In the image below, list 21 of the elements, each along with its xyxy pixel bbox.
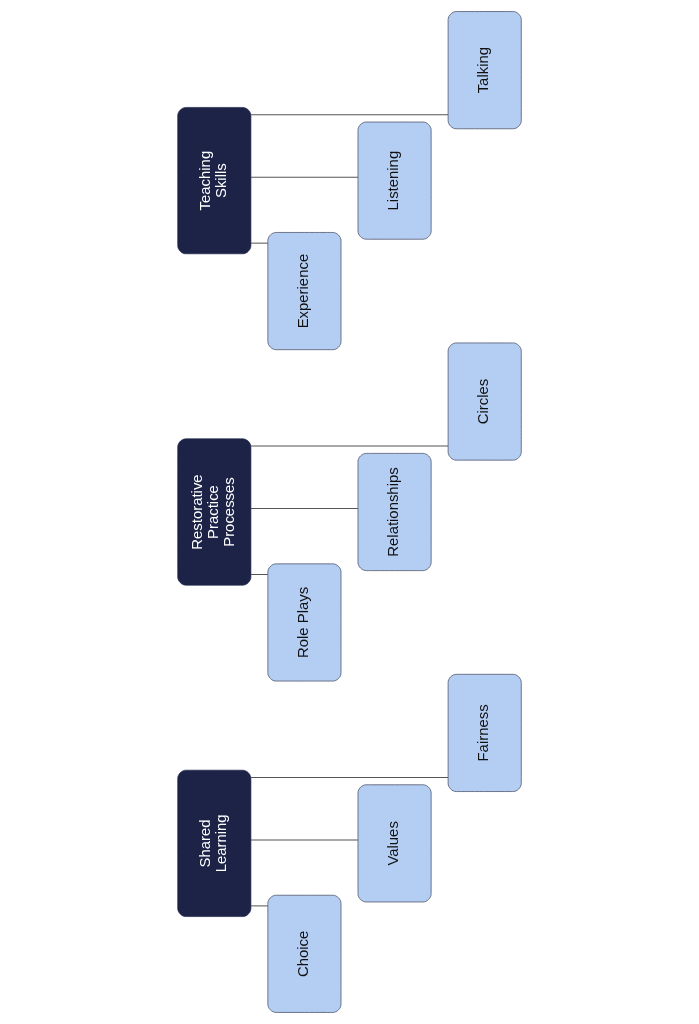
- connector: [250, 839, 359, 841]
- node-box: Experience: [267, 232, 342, 351]
- node-box: Fairness: [447, 673, 522, 792]
- node-box: Role Plays: [267, 563, 342, 682]
- node-box: Shared Learning: [177, 769, 252, 917]
- node-box: Choice: [267, 894, 342, 1013]
- node-box: Talking: [447, 11, 522, 130]
- connector: [250, 508, 359, 510]
- connector: [250, 242, 269, 244]
- connector: [250, 176, 359, 178]
- node-box: Restorative Practice Processes: [177, 438, 252, 586]
- node-box: Circles: [447, 342, 522, 461]
- connector: [250, 574, 269, 576]
- node-box: Values: [357, 784, 432, 903]
- connector: [250, 114, 449, 116]
- node-box: Teaching Skills: [177, 107, 252, 255]
- connector: [250, 905, 269, 907]
- connector: [250, 776, 449, 778]
- node-box: Relationships: [357, 453, 432, 571]
- node-box: Listening: [357, 121, 432, 240]
- connector: [250, 445, 449, 447]
